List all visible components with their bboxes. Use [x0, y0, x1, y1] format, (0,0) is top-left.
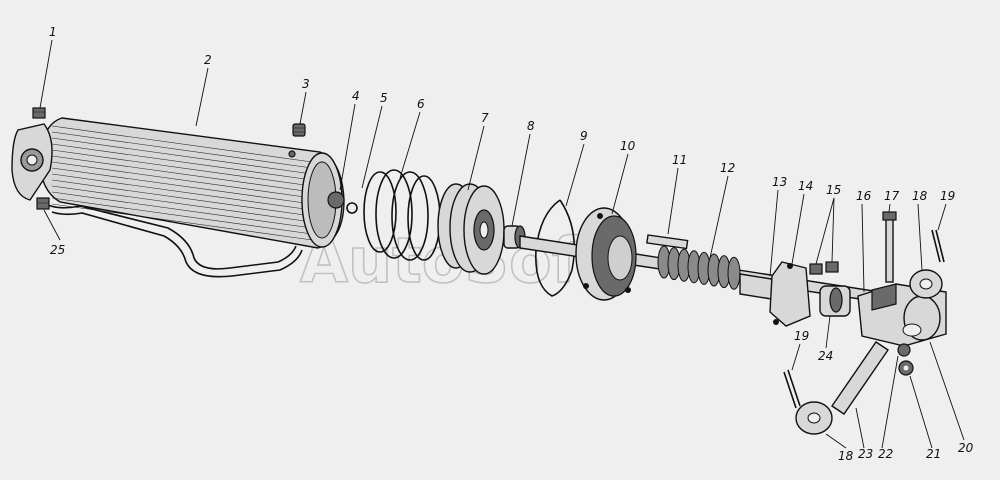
label-19-lower: 19 — [794, 329, 809, 343]
label-24: 24 — [818, 349, 833, 363]
part-12-spring — [657, 245, 741, 290]
label-21: 21 — [926, 447, 941, 461]
label-25: 25 — [50, 243, 65, 257]
label-14: 14 — [798, 179, 813, 193]
leader-lines — [39, 39, 965, 449]
part-10-flange — [575, 207, 637, 301]
part-24-coupling — [819, 285, 851, 317]
label-5: 5 — [380, 91, 388, 105]
part-18-washer-top — [909, 269, 943, 299]
part-9-snap-ring — [535, 199, 576, 297]
label-3: 3 — [302, 77, 310, 91]
label-18-lower: 18 — [838, 449, 854, 463]
part-3-plug — [292, 123, 306, 137]
label-23: 23 — [858, 447, 873, 461]
part-23-pin — [831, 341, 889, 415]
part-25-nut — [36, 197, 50, 210]
part-11-stud — [646, 234, 689, 250]
label-7: 7 — [481, 111, 489, 125]
part-21-nut — [898, 360, 914, 376]
label-22: 22 — [878, 447, 893, 461]
label-20: 20 — [958, 441, 974, 455]
part-2-cylinder — [39, 117, 358, 249]
label-16: 16 — [856, 189, 872, 203]
hydraulic-pipe — [47, 204, 303, 278]
label-6: 6 — [417, 97, 425, 111]
part-18-washer-lower — [795, 401, 833, 435]
label-1: 1 — [49, 25, 57, 39]
part-17-bolt — [882, 211, 897, 283]
label-4: 4 — [352, 89, 360, 103]
label-11: 11 — [672, 153, 687, 167]
label-12: 12 — [720, 161, 735, 175]
label-8: 8 — [527, 119, 535, 133]
part-15-nuts — [809, 261, 839, 275]
part-19-cotter-top — [931, 229, 945, 263]
part-14-flange-plate — [769, 261, 811, 327]
label-19-top: 19 — [940, 189, 955, 203]
part-19-cotter-lower — [783, 369, 801, 409]
label-13: 13 — [772, 175, 787, 189]
label-15: 15 — [826, 183, 841, 197]
part-22-nut — [897, 343, 911, 357]
part-1-nut — [32, 107, 46, 119]
part-16-fork — [857, 283, 947, 347]
label-17: 17 — [884, 189, 900, 203]
label-18-top: 18 — [912, 189, 928, 203]
label-2: 2 — [204, 53, 212, 67]
part-7-piston — [437, 183, 505, 275]
label-9: 9 — [580, 129, 588, 143]
part-number-labels: 1 2 3 4 5 6 7 8 9 10 11 12 13 14 15 16 1… — [49, 25, 974, 463]
label-10: 10 — [620, 139, 636, 153]
cylinder-end-eye — [11, 123, 53, 201]
